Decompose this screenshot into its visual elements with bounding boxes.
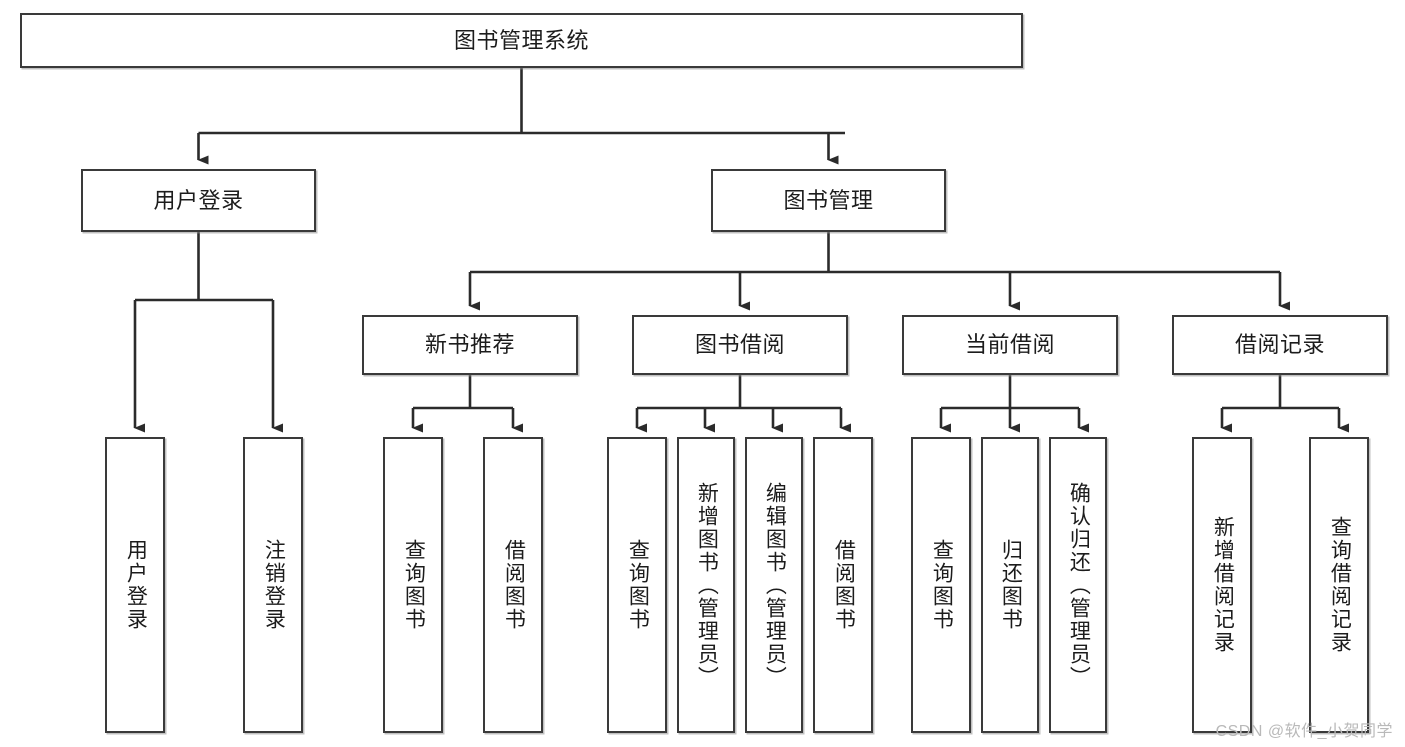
leaf-query-book-1[interactable]: 查询图书 [383,437,443,733]
node-new-book-recommend[interactable]: 新书推荐 [362,315,578,375]
node-root[interactable]: 图书管理系统 [20,13,1023,68]
node-book-borrow[interactable]: 图书借阅 [632,315,848,375]
node-current-borrow-label: 当前借阅 [964,332,1055,358]
leaf-borrow-book-1[interactable]: 借阅图书 [483,437,543,733]
node-root-label: 图书管理系统 [453,27,589,53]
node-book-manage-label: 图书管理 [783,187,874,213]
leaf-query-book-2-label: 查询图书 [626,539,650,631]
leaf-return-book-label: 归还图书 [999,539,1023,631]
leaf-borrow-book-2-label: 借阅图书 [832,539,856,631]
node-user-login-label: 用户登录 [153,187,244,213]
node-current-borrow[interactable]: 当前借阅 [902,315,1118,375]
node-book-manage[interactable]: 图书管理 [711,169,946,232]
leaf-edit-book-admin-label: 编辑图书（管理员） [763,481,787,689]
leaf-edit-book-admin[interactable]: 编辑图书（管理员） [745,437,803,733]
leaf-query-book-3[interactable]: 查询图书 [911,437,971,733]
node-new-book-recommend-label: 新书推荐 [424,332,515,358]
leaf-logout-login[interactable]: 注销登录 [243,437,303,733]
leaf-user-login-label: 用户登录 [124,539,148,631]
node-book-borrow-label: 图书借阅 [694,332,785,358]
leaf-query-borrow-record-label: 查询借阅记录 [1328,516,1352,654]
node-borrow-record-label: 借阅记录 [1234,332,1325,358]
leaf-add-book-admin-label: 新增图书（管理员） [695,481,719,689]
leaf-return-book[interactable]: 归还图书 [981,437,1039,733]
leaf-query-book-1-label: 查询图书 [402,539,426,631]
leaf-add-book-admin[interactable]: 新增图书（管理员） [677,437,735,733]
leaf-confirm-return-admin[interactable]: 确认归还（管理员） [1049,437,1107,733]
leaf-query-book-3-label: 查询图书 [930,539,954,631]
leaf-add-borrow-record-label: 新增借阅记录 [1211,516,1235,654]
leaf-logout-login-label: 注销登录 [262,539,286,631]
leaf-confirm-return-admin-label: 确认归还（管理员） [1067,481,1091,689]
csdn-watermark: CSDN @软件_小贺同学 [1215,723,1393,740]
node-user-login[interactable]: 用户登录 [81,169,316,232]
leaf-user-login[interactable]: 用户登录 [105,437,165,733]
leaf-add-borrow-record[interactable]: 新增借阅记录 [1192,437,1252,733]
node-borrow-record[interactable]: 借阅记录 [1172,315,1388,375]
leaf-query-book-2[interactable]: 查询图书 [607,437,667,733]
leaf-borrow-book-1-label: 借阅图书 [502,539,526,631]
leaf-query-borrow-record[interactable]: 查询借阅记录 [1309,437,1369,733]
leaf-borrow-book-2[interactable]: 借阅图书 [813,437,873,733]
